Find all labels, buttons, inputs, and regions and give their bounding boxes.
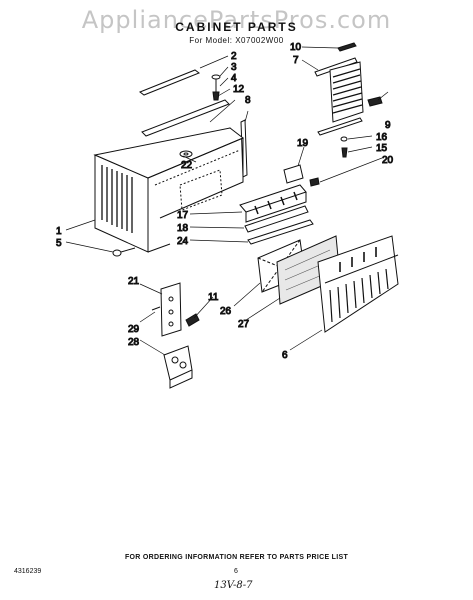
callout-22: 22 — [181, 160, 193, 171]
part-28-bracket — [163, 345, 193, 389]
page-number: 6 — [234, 568, 238, 575]
handwritten-note: 13V-8-7 — [214, 580, 253, 591]
callout-numbers: 2 3 4 12 8 10 7 9 16 15 20 19 22 17 18 2… — [56, 42, 395, 362]
callout-7: 7 — [293, 55, 299, 66]
part-1-cabinet — [93, 127, 244, 253]
callout-26: 26 — [220, 306, 232, 317]
callout-8: 8 — [245, 95, 251, 106]
callout-10: 10 — [290, 42, 302, 53]
part-3-4-screw — [211, 74, 221, 101]
callout-12: 12 — [233, 84, 245, 95]
part-24-rail — [247, 219, 314, 245]
callout-28: 28 — [128, 337, 140, 348]
callout-4: 4 — [231, 73, 237, 84]
callout-3: 3 — [231, 62, 237, 73]
callout-21: 21 — [128, 276, 140, 287]
callout-5: 5 — [56, 238, 62, 249]
part-15-16-screw — [340, 136, 348, 158]
watermark: AppliancePartsPros.com — [81, 6, 392, 34]
callout-19: 19 — [297, 138, 309, 149]
ordering-note: FOR ORDERING INFORMATION REFER TO PARTS … — [124, 554, 349, 561]
callout-16: 16 — [376, 132, 388, 143]
callout-11: 11 — [208, 292, 219, 303]
part-21-control-plate — [151, 282, 182, 337]
callout-9: 9 — [385, 120, 391, 131]
callout-20: 20 — [382, 155, 394, 166]
model-line: For Model: X07002W00 — [189, 36, 284, 45]
callout-1: 1 — [56, 226, 62, 237]
part-5-screw — [112, 247, 136, 257]
callout-24: 24 — [177, 236, 189, 247]
part-7-side-curtain — [314, 57, 383, 136]
part-8-strip — [240, 119, 248, 178]
callout-2: 2 — [231, 51, 237, 62]
page-title: CABINET PARTS — [175, 20, 298, 34]
callout-17: 17 — [177, 210, 189, 221]
part-10-rail — [337, 42, 357, 52]
part-2-top-rail — [138, 69, 201, 96]
callout-15: 15 — [376, 143, 388, 154]
part-11-knob — [185, 313, 200, 327]
callout-6: 6 — [282, 350, 288, 361]
part-17-18-channel — [239, 184, 309, 233]
part-22-grommet — [179, 150, 193, 158]
callout-27: 27 — [238, 319, 250, 330]
document-number: 4316239 — [14, 568, 42, 575]
callout-29: 29 — [128, 324, 140, 335]
leader-lines — [65, 46, 389, 356]
part-19-bracket — [283, 164, 320, 187]
callout-18: 18 — [177, 223, 189, 234]
part-6-front-grille — [317, 235, 399, 333]
